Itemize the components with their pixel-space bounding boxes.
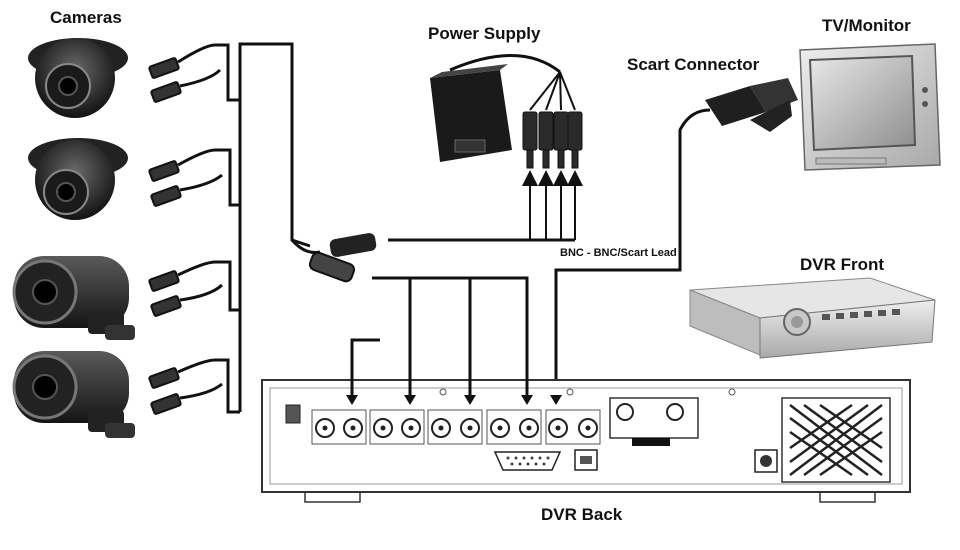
external-io-port (493, 451, 562, 471)
bullet-camera-1 (12, 256, 135, 340)
power-arrows (522, 170, 583, 240)
video-out-cable (554, 108, 711, 400)
dvr-front-unit (689, 277, 936, 359)
dvr-front-label: DVR Front (800, 255, 885, 274)
bnc-centers (322, 425, 591, 431)
power-adapter (430, 54, 576, 162)
bnc-port-boxes (311, 409, 601, 445)
power-plugs (522, 111, 583, 169)
splitter (290, 233, 377, 283)
video-feed-arrows (346, 395, 562, 405)
terminal-block (285, 404, 301, 424)
panel-screw (439, 388, 736, 396)
scart-connector-label: Scart Connector (627, 55, 760, 74)
rf-module (609, 397, 699, 446)
fan-grille (781, 397, 891, 483)
dc-jack (754, 449, 778, 473)
bnc-lead-label: BNC - BNC/Scart Lead (560, 247, 677, 259)
lan-port (574, 449, 598, 471)
dome-camera-2 (28, 138, 128, 220)
cameras-label: Cameras (50, 8, 122, 27)
power-supply-label: Power Supply (428, 24, 541, 43)
video-feed-lines (350, 276, 529, 395)
tv-monitor-label: TV/Monitor (822, 16, 911, 35)
bullet-camera-2 (12, 351, 135, 438)
scart-plug (705, 78, 798, 132)
tv-monitor (799, 43, 941, 171)
camera-cable-paths (177, 42, 311, 414)
camera-leads (148, 57, 182, 415)
dvr-back-label: DVR Back (541, 505, 623, 524)
dvr-back-panel (261, 379, 911, 503)
dome-camera-1 (28, 38, 128, 118)
